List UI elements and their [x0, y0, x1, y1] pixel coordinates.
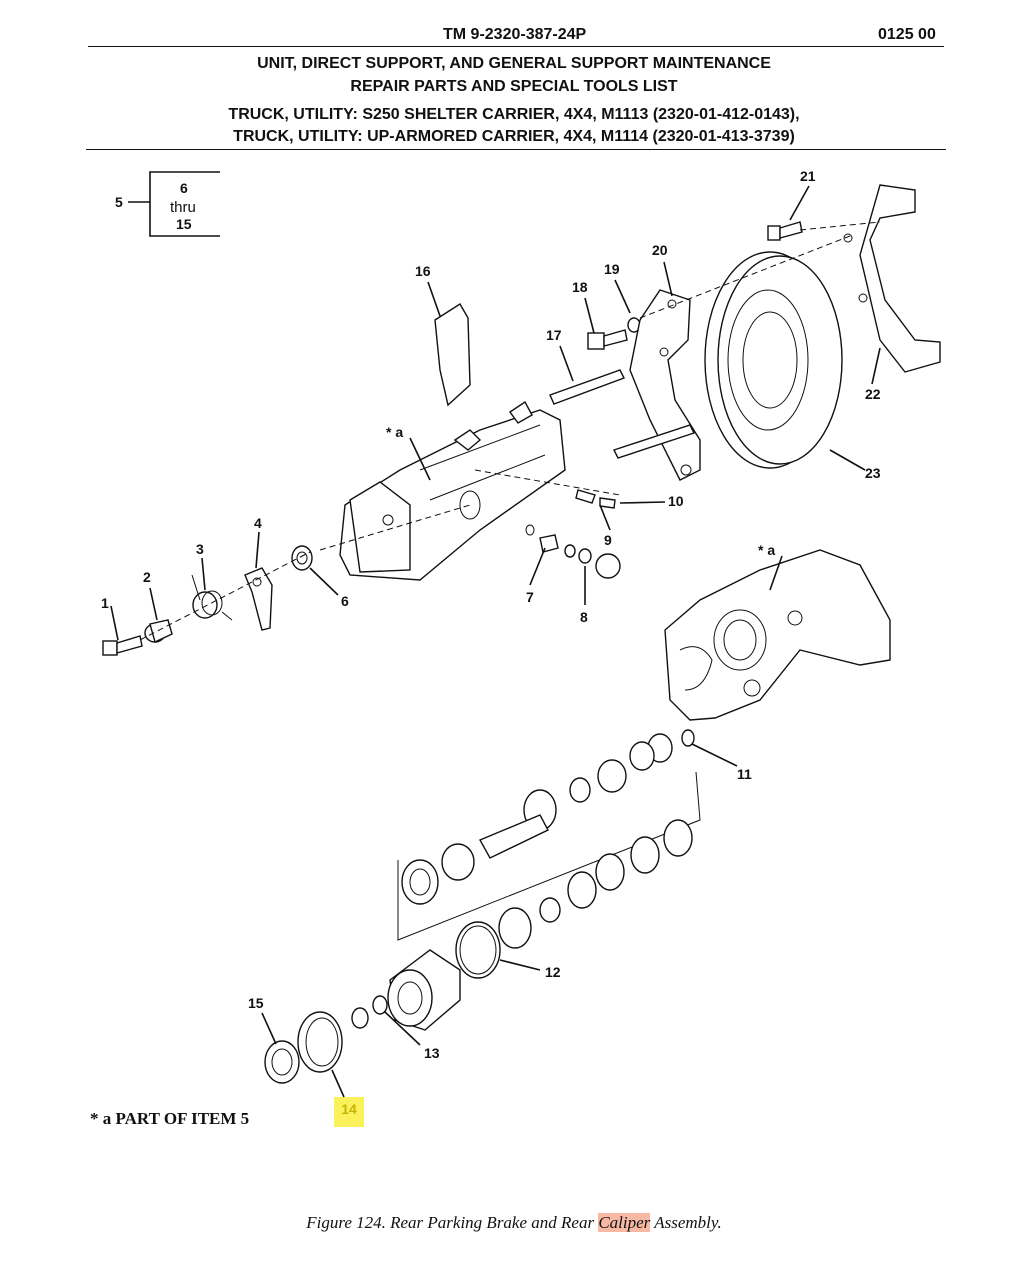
vehicle-line-1: TRUCK, UTILITY: S250 SHELTER CARRIER, 4X…: [228, 106, 800, 123]
callout-a-lower: * a: [758, 542, 775, 558]
title-line-1: UNIT, DIRECT SUPPORT, AND GENERAL SUPPOR…: [257, 55, 771, 72]
boot-14: [297, 1011, 343, 1073]
callout-19: 19: [604, 261, 620, 277]
callout-23: 23: [865, 465, 881, 481]
ring-13: [351, 995, 388, 1029]
callout-10: 10: [668, 493, 684, 509]
callout-6: 6: [341, 593, 349, 609]
bolt-18: [587, 317, 641, 350]
brake-pad: [434, 303, 471, 407]
item-14-highlight[interactable]: 14: [334, 1097, 364, 1127]
callout-7: 7: [526, 589, 534, 605]
callout-16: 16: [415, 263, 431, 279]
callout-21: 21: [800, 168, 816, 184]
index-box-line2: thru: [170, 199, 196, 216]
o-ring-12: [455, 921, 501, 979]
brake-caliper: [664, 549, 891, 721]
lever-4: [244, 567, 273, 631]
callout-13: 13: [424, 1045, 440, 1061]
header-rule-top: [88, 46, 944, 47]
parking-brake-housing: [339, 400, 566, 581]
callout-14: 14: [341, 1101, 357, 1117]
seal-15: [264, 1040, 300, 1084]
caption-search-highlight: Caliper: [598, 1213, 651, 1232]
brake-rotor: [704, 251, 843, 469]
callout-1: 1: [101, 595, 109, 611]
callout-18: 18: [572, 279, 588, 295]
work-package-number: 0125 00: [878, 26, 936, 43]
guide-pin: [549, 369, 625, 405]
caption-before: Figure 124. Rear Parking Brake and Rear: [306, 1213, 599, 1232]
callout-a-upper: * a: [386, 424, 403, 440]
part-of-item-note: * a PART OF ITEM 5: [90, 1109, 250, 1128]
piston: [387, 949, 461, 1031]
bushing-2: [144, 619, 173, 643]
vehicle-line-2: TRUCK, UTILITY: UP-ARMORED CARRIER, 4X4,…: [233, 128, 795, 145]
callout-22: 22: [865, 386, 881, 402]
index-box-line3: 15: [176, 216, 192, 232]
header-rule-bottom: [86, 149, 946, 150]
small-parts-7-10: [525, 489, 621, 579]
index-box-line1: 6: [180, 180, 188, 196]
callout-15: 15: [248, 995, 264, 1011]
figure-caption: Figure 124. Rear Parking Brake and Rear …: [0, 1213, 1028, 1233]
index-box-item: 5: [115, 194, 123, 210]
anchor-plate: [613, 289, 701, 481]
seal-6: [291, 545, 313, 571]
callout-4: 4: [254, 515, 262, 531]
tm-number: TM 9-2320-387-24P: [443, 26, 587, 43]
caliper-bracket: [843, 184, 941, 373]
callout-8: 8: [580, 609, 588, 625]
callout-3: 3: [196, 541, 204, 557]
piston-internals: [401, 729, 695, 905]
callout-2: 2: [143, 569, 151, 585]
callout-20: 20: [652, 242, 668, 258]
callout-12: 12: [545, 964, 561, 980]
leader-lines: [110, 185, 881, 1098]
bolt-21: [767, 221, 803, 241]
seal-rings: [498, 819, 693, 949]
callout-11: 11: [737, 766, 752, 782]
index-box: 5 6 thru 15: [115, 171, 220, 237]
spring-3: [191, 574, 233, 621]
title-line-2: REPAIR PARTS AND SPECIAL TOOLS LIST: [350, 78, 678, 95]
caption-after: Assembly.: [650, 1213, 722, 1232]
callout-9: 9: [604, 532, 612, 548]
bolt-1: [102, 635, 143, 656]
callout-17: 17: [546, 327, 562, 343]
